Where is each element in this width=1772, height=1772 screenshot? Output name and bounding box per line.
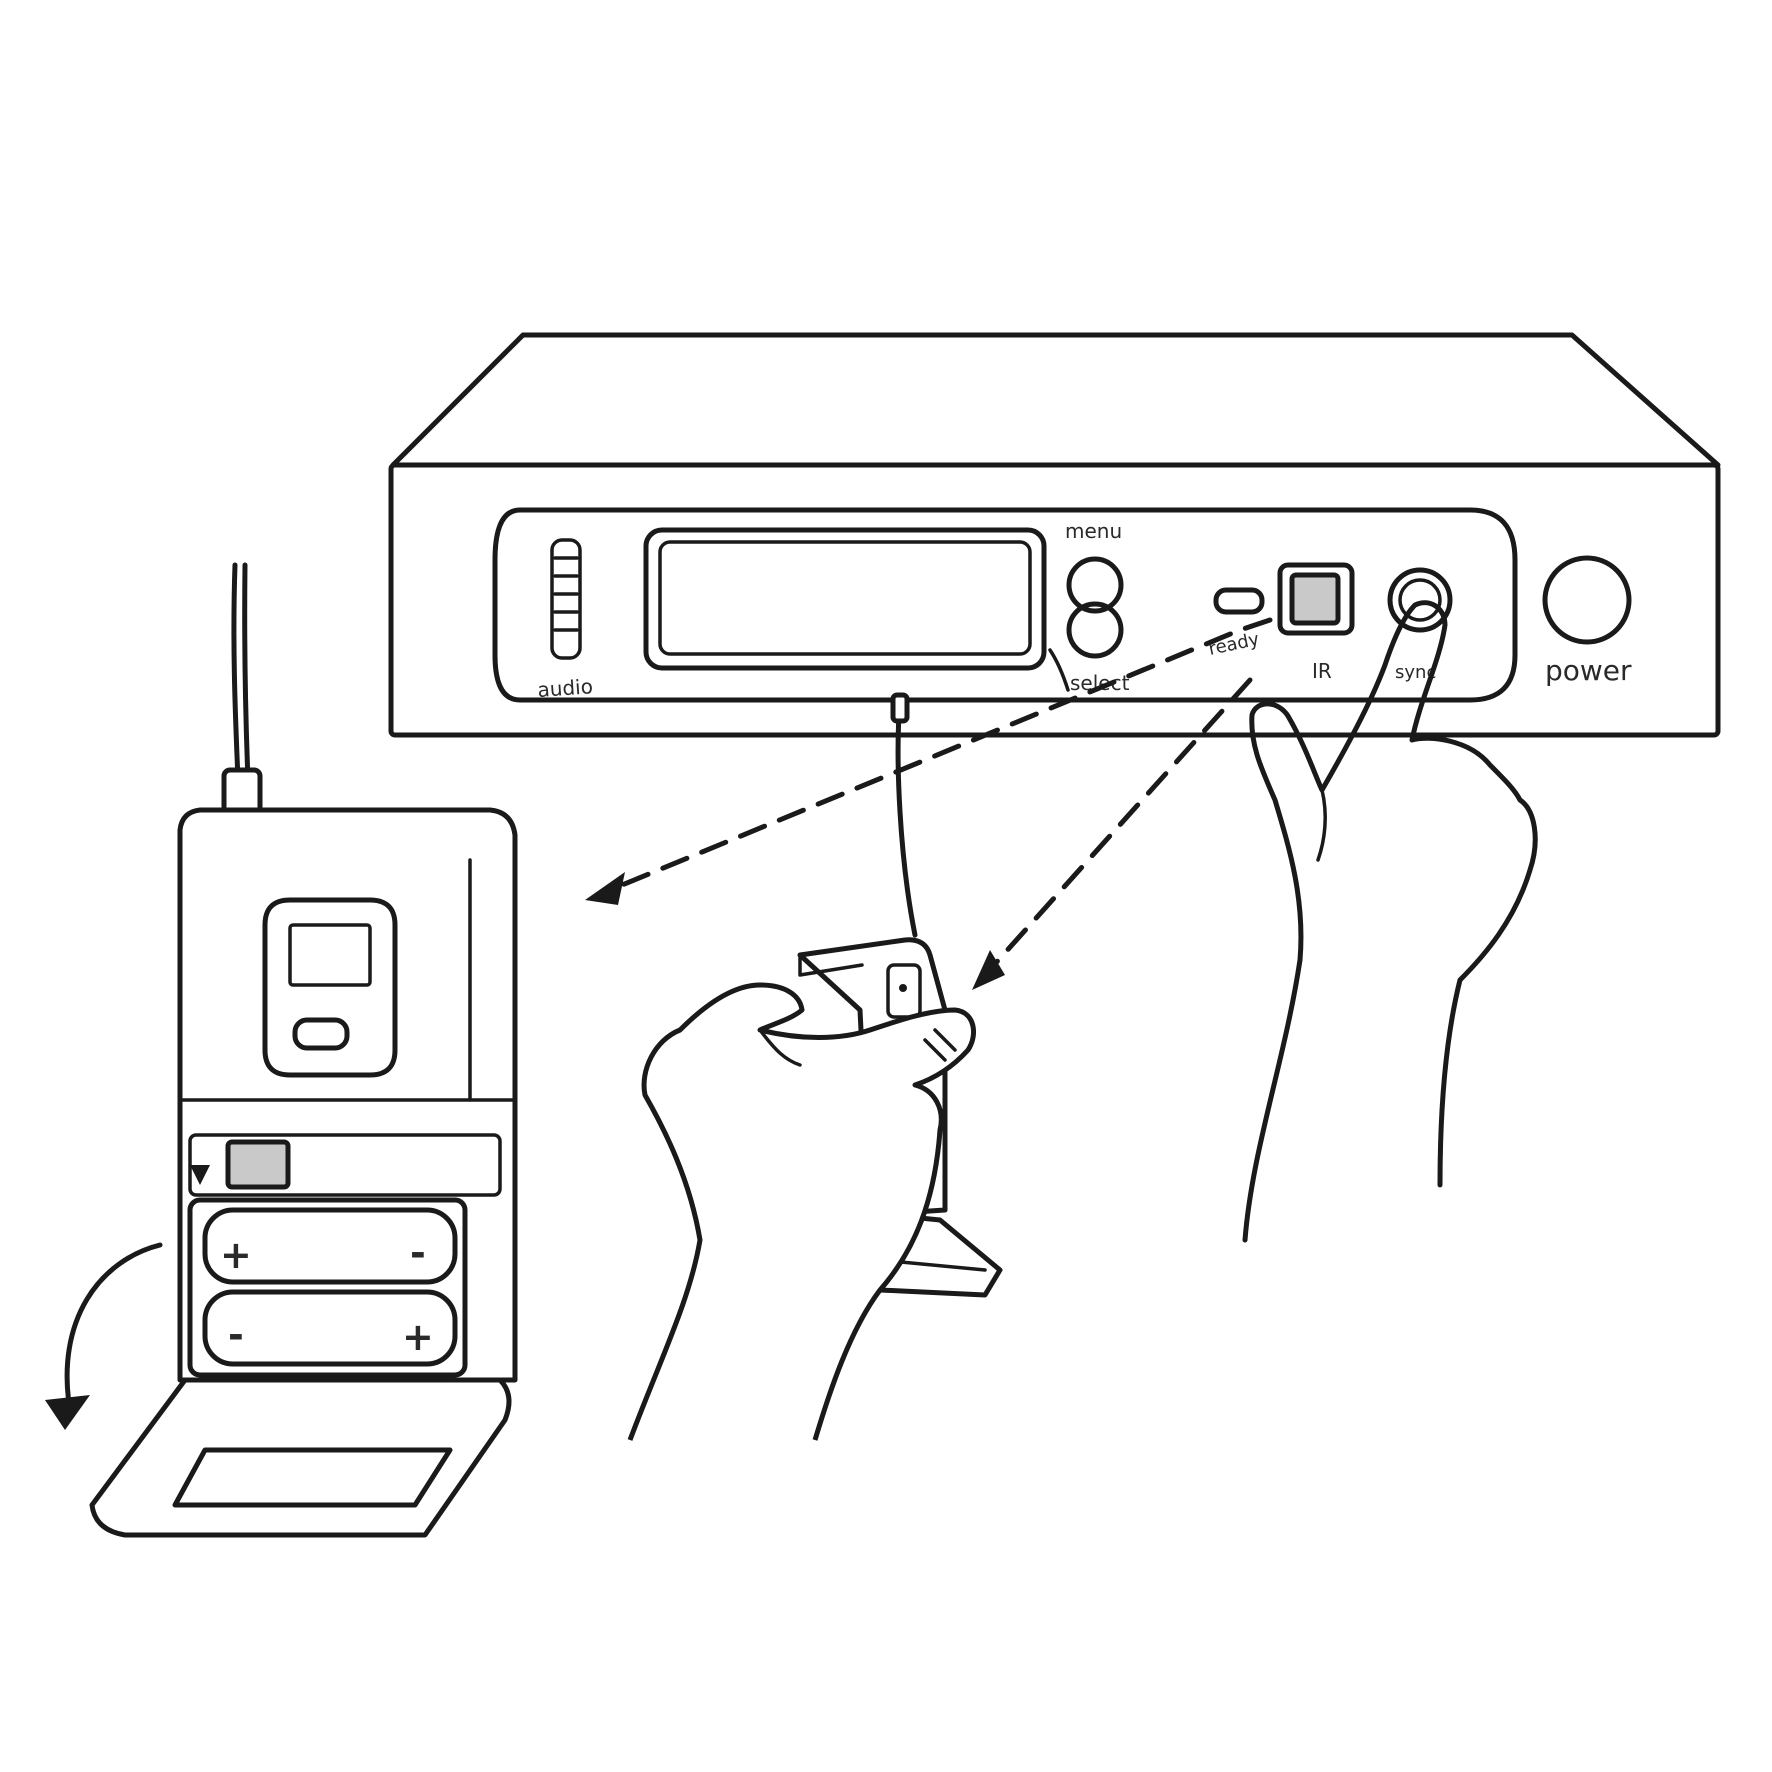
receiver: audio menu select ready IR sync power: [388, 332, 1721, 738]
select-pointer: [1048, 648, 1070, 692]
receiver-top: [390, 332, 1721, 468]
battery-door[interactable]: [89, 1377, 512, 1538]
left-hand-outline: [627, 982, 977, 1441]
menu-label: menu: [1065, 519, 1122, 543]
audio-meter: [550, 538, 582, 660]
power-button[interactable]: [1542, 555, 1632, 645]
audio-label: audio: [537, 674, 594, 702]
bodypack: + - - +: [45, 562, 518, 1538]
right-hand: [1242, 600, 1538, 1243]
battery-top: [202, 1207, 458, 1285]
receiver-panel: [492, 507, 1518, 703]
ir-beam-arrowhead-right: [972, 950, 1005, 990]
ir-beam-to-bodypack: [607, 617, 1273, 893]
sync-label: sync: [1395, 662, 1436, 683]
left-hand: [627, 982, 977, 1441]
ir-beam-to-transmitter: [982, 677, 1253, 978]
bodypack-antenna: [231, 562, 241, 783]
lcd-display: [643, 527, 1047, 671]
select-label: select: [1070, 671, 1130, 695]
battery-top-plus: +: [220, 1233, 252, 1277]
battery-bottom: [202, 1289, 458, 1367]
curved-arrow-head: [45, 1395, 90, 1430]
bodypack-display-frame: [262, 897, 398, 1078]
latch-arrow-icon: [190, 1165, 210, 1185]
left-thumb-line: [923, 1028, 957, 1062]
right-hand-knuckle: [1316, 788, 1327, 862]
power-label: power: [1545, 654, 1632, 687]
sync-button[interactable]: [1387, 567, 1453, 633]
battery-bottom-plus: +: [402, 1315, 434, 1359]
sync-button-inner: [1398, 578, 1442, 622]
battery-compartment: [187, 1197, 468, 1378]
ir-beam-arrowhead-left: [585, 872, 625, 905]
battery-door-latch[interactable]: [225, 1139, 291, 1190]
battery-bottom-minus: -: [228, 1313, 244, 1357]
select-button[interactable]: [1066, 601, 1124, 659]
battery-top-minus: -: [410, 1231, 426, 1275]
bodypack-button[interactable]: [292, 1017, 350, 1051]
battery-door-inner: [172, 1447, 453, 1508]
right-hand-outline: [1242, 600, 1538, 1243]
bodypack-screen: [288, 923, 372, 987]
curved-arrow-icon: [64, 1242, 163, 1413]
antenna-tip: [890, 692, 910, 724]
ir-window-inner: [1289, 572, 1341, 626]
ir-beams: [585, 617, 1273, 990]
ir-label: IR: [1312, 659, 1332, 683]
menu-button[interactable]: [1066, 556, 1124, 614]
ready-led: [1213, 587, 1265, 615]
transmitter-antenna: [895, 697, 918, 938]
